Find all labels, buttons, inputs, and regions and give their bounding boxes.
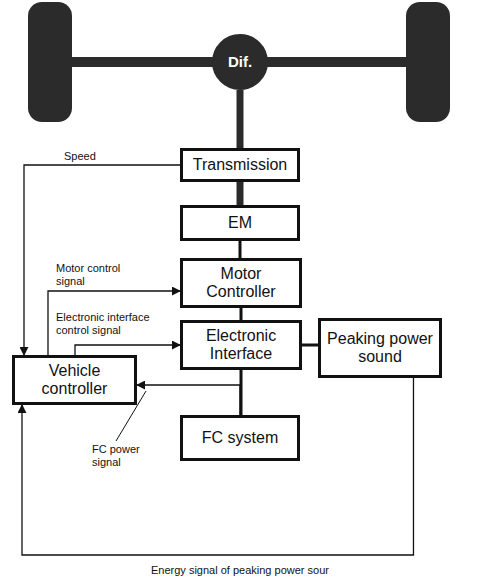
component-box: Electronic Interface — [180, 320, 302, 370]
signal-label: Speed — [64, 150, 124, 163]
power-link — [237, 182, 244, 205]
signal-label: Motor control signal — [56, 262, 134, 287]
wheel — [28, 2, 72, 122]
signal-label: Electronic interface control signal — [56, 311, 160, 336]
signal-arrow — [24, 165, 180, 355]
power-link — [240, 308, 243, 320]
component-box: EM — [180, 205, 300, 241]
box-label: FC system — [202, 429, 278, 447]
component-box: Peaking power sound — [318, 318, 442, 378]
differential-circle: Dif. — [212, 34, 268, 90]
component-box: Vehicle controller — [12, 355, 137, 405]
component-box: Transmission — [180, 148, 300, 182]
box-label: Peaking power sound — [327, 330, 433, 365]
signal-arrow — [137, 385, 240, 415]
signal-label: Energy signal of peaking power sour — [0, 564, 480, 577]
power-link — [239, 241, 242, 258]
signal-arrow — [48, 291, 180, 355]
box-label: EM — [228, 214, 252, 232]
signal-arrow — [75, 345, 180, 355]
component-box: Motor Controller — [180, 258, 302, 308]
box-label: Motor Controller — [189, 265, 293, 300]
power-link — [302, 344, 318, 347]
power-link — [237, 90, 244, 148]
box-label: Dif. — [228, 54, 252, 71]
component-box: FC system — [180, 415, 300, 461]
signal-label: FC power signal — [92, 443, 148, 468]
box-label: Electronic Interface — [189, 327, 293, 362]
box-label: Transmission — [193, 156, 288, 174]
box-label: Vehicle controller — [21, 362, 128, 397]
wheel — [406, 2, 450, 122]
